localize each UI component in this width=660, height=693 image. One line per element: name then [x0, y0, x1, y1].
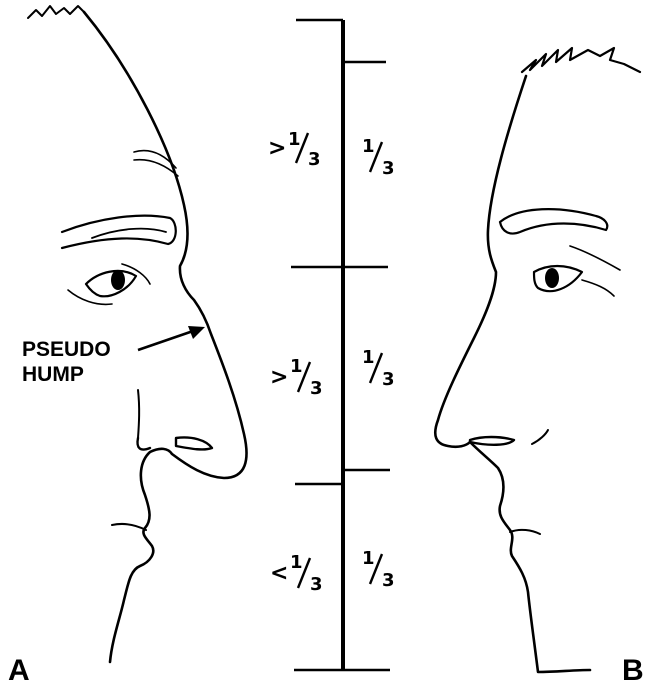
profile-b-brow-line: [569, 245, 621, 271]
profile-b-eye-lower: [581, 279, 615, 297]
right-middle-numerator: 1: [362, 347, 375, 368]
profile-b-mouth: [509, 528, 541, 535]
left-lower-denominator: 3: [310, 574, 323, 595]
profile-a: [27, 5, 248, 664]
right-upper-denominator: 3: [382, 158, 395, 179]
profile-b-outline: [434, 74, 592, 674]
right-middle-denominator: 3: [382, 369, 395, 390]
profile-b-eye: [532, 264, 584, 293]
pseudo-hump-label-line1: PSEUDO: [22, 338, 111, 361]
profile-b-iris: [545, 268, 559, 288]
profile-a-brow-inner: [91, 227, 167, 239]
left-middle-fraction: > 1 3: [270, 356, 323, 399]
profile-b: [434, 46, 642, 674]
right-middle-slash: [368, 352, 384, 384]
profile-b-brow: [498, 208, 609, 235]
left-middle-prefix: >: [270, 365, 288, 390]
right-upper-numerator: 1: [362, 136, 375, 157]
profile-a-wrinkles: [133, 149, 179, 177]
right-lower-denominator: 3: [382, 570, 395, 591]
facial-thirds-scale: [291, 18, 390, 672]
profile-a-outline: [82, 10, 248, 664]
profile-a-hair: [27, 5, 85, 19]
right-upper-fraction: 1 3: [362, 136, 395, 179]
pseudo-hump-label-line2: HUMP: [22, 363, 84, 386]
left-lower-slash: [296, 557, 312, 589]
pseudo-hump-arrow-shaft: [137, 328, 197, 352]
profile-b-hair: [520, 46, 642, 74]
left-upper-fraction: > 1 3: [268, 129, 321, 170]
panel-label-b: B: [622, 654, 644, 687]
profile-a-nostril: [136, 436, 214, 451]
profile-a-cheek: [137, 389, 141, 439]
left-upper-numerator: 1: [288, 129, 301, 150]
right-lower-numerator: 1: [362, 548, 375, 569]
profile-a-mouth: [111, 522, 147, 531]
left-upper-prefix: >: [268, 136, 286, 161]
profile-a-iris: [111, 270, 125, 290]
left-lower-numerator: 1: [290, 552, 303, 573]
left-lower-prefix: <: [270, 561, 288, 586]
right-middle-fraction: 1 3: [362, 347, 395, 390]
left-upper-slash: [294, 132, 310, 164]
left-upper-denominator: 3: [308, 149, 321, 170]
right-lower-fraction: 1 3: [362, 548, 395, 591]
profile-b-nostril: [468, 435, 516, 446]
pseudo-hump-annotation: PSEUDO HUMP: [22, 326, 205, 386]
left-middle-slash: [296, 361, 312, 393]
right-upper-slash: [368, 141, 384, 173]
profile-a-lid: [121, 263, 151, 285]
right-lower-slash: [368, 553, 384, 585]
pseudo-hump-arrow-head: [188, 326, 205, 339]
profile-b-nostril-curve: [531, 429, 549, 445]
profile-a-brow: [60, 214, 177, 250]
left-middle-numerator: 1: [290, 356, 303, 377]
profile-a-eye-lower: [67, 289, 113, 306]
left-lower-fraction: < 1 3: [270, 552, 323, 595]
panel-label-a: A: [8, 654, 30, 687]
profile-a-eye: [84, 269, 138, 298]
left-middle-denominator: 3: [310, 378, 323, 399]
